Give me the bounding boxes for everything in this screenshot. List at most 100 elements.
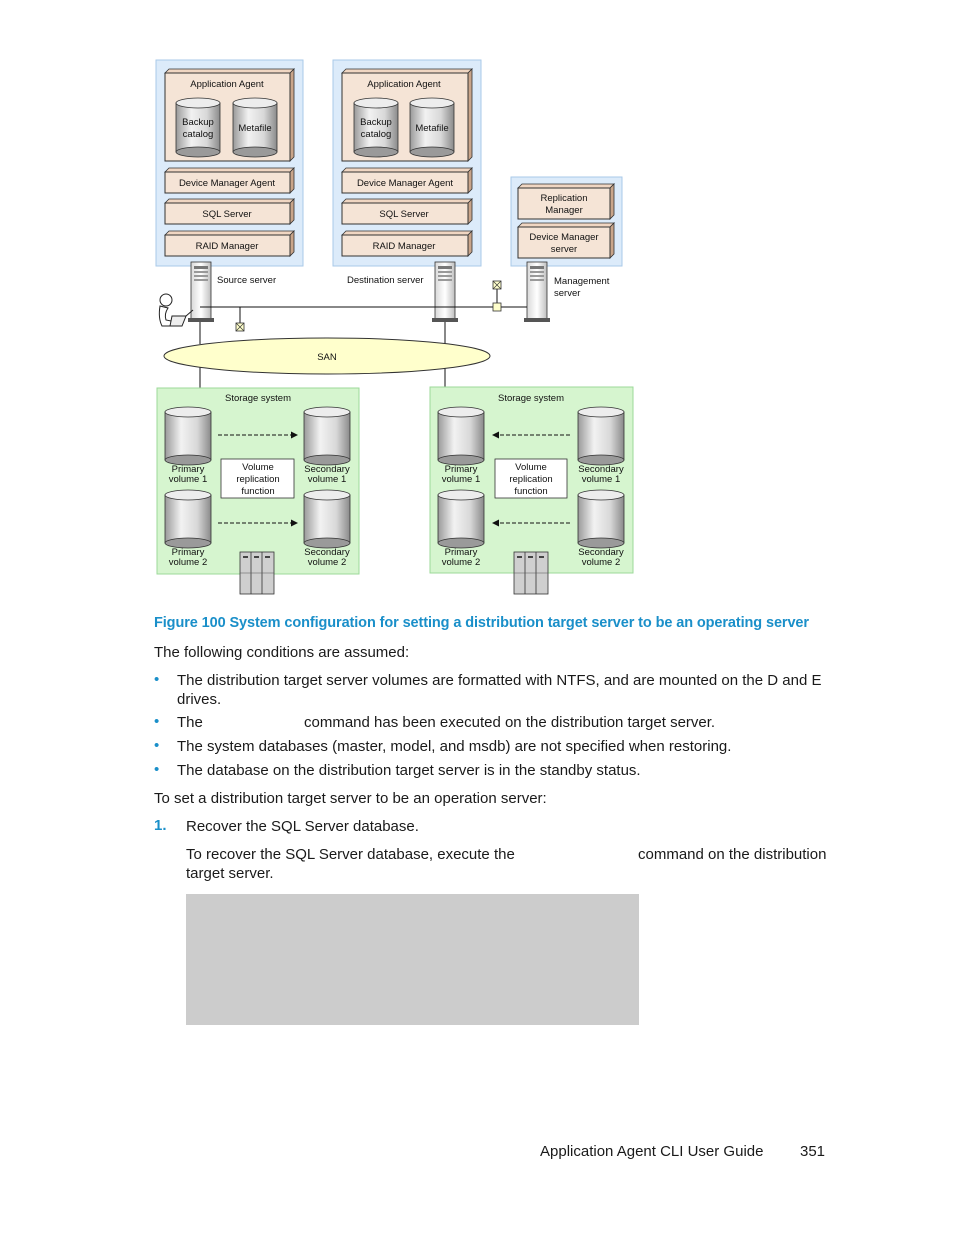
bullet-marker: • bbox=[154, 737, 160, 754]
vr-left-label-1: Volume bbox=[242, 462, 274, 473]
system-configuration-diagram: Application Agent Backup catalog Metafil… bbox=[155, 59, 634, 595]
destination-raid-box: RAID Manager bbox=[341, 230, 473, 257]
dms-label-2: server bbox=[551, 244, 577, 255]
storage-right-title: Storage system bbox=[498, 393, 564, 404]
destination-sql-label: SQL Server bbox=[379, 209, 428, 220]
management-server-zone: Replication Manager Device Manager serve… bbox=[510, 176, 623, 267]
primary-volume-1-right bbox=[437, 406, 485, 466]
replication-label-1: Replication bbox=[541, 193, 588, 204]
bullet-4: The database on the distribution target … bbox=[177, 762, 641, 779]
source-raid-label: RAID Manager bbox=[196, 241, 259, 252]
secondary-volume-1-left bbox=[303, 406, 351, 466]
step-1-detail-line-2: target server. bbox=[186, 865, 274, 882]
vr-right-label-3: function bbox=[514, 486, 547, 497]
source-app-agent-label: Application Agent bbox=[190, 79, 264, 90]
primary1-left-label-1: Primary bbox=[172, 464, 205, 475]
secondary2-left-label-1: Secondary bbox=[304, 547, 350, 558]
bullet-2-start: The bbox=[177, 714, 203, 731]
user-icon bbox=[158, 293, 194, 327]
management-label-2: server bbox=[554, 288, 580, 299]
primary2-left-label-1: Primary bbox=[172, 547, 205, 558]
source-metafile-cylinder: Metafile bbox=[232, 97, 278, 158]
source-metafile-label: Metafile bbox=[238, 123, 271, 134]
secondary1-left-label-1: Secondary bbox=[304, 464, 350, 475]
secondary2-left-label-2: volume 2 bbox=[308, 557, 347, 568]
storage-cabinet-icon-left bbox=[239, 551, 275, 595]
step-1-detail-start: To recover the SQL Server database, exec… bbox=[186, 846, 515, 863]
source-dma-box: Device Manager Agent bbox=[164, 167, 295, 194]
source-backup-label-1: Backup bbox=[182, 117, 214, 128]
lan-connections bbox=[199, 286, 527, 388]
secondary1-left-label-2: volume 1 bbox=[308, 474, 347, 485]
page-number: 351 bbox=[800, 1143, 826, 1160]
step-1-detail-end: command on the distribution bbox=[638, 846, 827, 863]
vr-right-label-2: replication bbox=[509, 474, 552, 485]
source-server-tower-icon bbox=[188, 261, 214, 322]
destination-backup-catalog-cylinder: Backup catalog bbox=[353, 97, 399, 158]
hub-icon bbox=[235, 280, 502, 332]
secondary-volume-2-right bbox=[577, 489, 625, 549]
bullet-marker: • bbox=[154, 761, 160, 778]
step-1-text: Recover the SQL Server database. bbox=[186, 818, 419, 835]
bullet-1-line-1: The distribution target server volumes a… bbox=[177, 672, 822, 689]
dms-label-1: Device Manager bbox=[529, 232, 598, 243]
bullet-1-line-2: drives. bbox=[177, 691, 222, 708]
vr-left-label-3: function bbox=[241, 486, 274, 497]
storage-cabinet-icon-right bbox=[513, 551, 549, 595]
primary-volume-2-right bbox=[437, 489, 485, 549]
management-server-tower-icon bbox=[524, 261, 550, 322]
storage-left-title: Storage system bbox=[225, 393, 291, 404]
source-dma-label: Device Manager Agent bbox=[179, 178, 275, 189]
secondary-volume-2-left bbox=[303, 489, 351, 549]
replication-manager-box: Replication Manager bbox=[517, 183, 615, 220]
source-backup-catalog-cylinder: Backup catalog bbox=[175, 97, 221, 158]
destination-backup-label-1: Backup bbox=[360, 117, 392, 128]
destination-metafile-label: Metafile bbox=[415, 123, 448, 134]
source-server-zone: Application Agent Backup catalog Metafil… bbox=[155, 59, 304, 267]
replication-label-2: Manager bbox=[545, 205, 583, 216]
vr-right-label-1: Volume bbox=[515, 462, 547, 473]
san-ellipse: SAN bbox=[163, 337, 491, 375]
source-raid-box: RAID Manager bbox=[164, 230, 295, 257]
primary1-right-label-1: Primary bbox=[445, 464, 478, 475]
source-backup-label-2: catalog bbox=[183, 129, 214, 140]
source-sql-box: SQL Server bbox=[164, 198, 295, 225]
primary1-left-label-2: volume 1 bbox=[169, 474, 208, 485]
vr-left-label-2: replication bbox=[236, 474, 279, 485]
step-1-number: 1. bbox=[154, 817, 167, 834]
primary-volume-1-left bbox=[164, 406, 212, 466]
volume-replication-box-right: Volume replication function bbox=[494, 458, 568, 499]
secondary1-right-label-1: Secondary bbox=[578, 464, 624, 475]
management-label-1: Management bbox=[554, 276, 610, 287]
code-block bbox=[186, 894, 639, 1025]
bullet-marker: • bbox=[154, 713, 160, 730]
storage-system-right: Storage system Primary volume 1 Secondar… bbox=[429, 386, 634, 595]
storage-system-left: Storage system Primary volume 1 Secondar… bbox=[156, 387, 360, 595]
secondary2-right-label-1: Secondary bbox=[578, 547, 624, 558]
volume-replication-box-left: Volume replication function bbox=[220, 458, 295, 499]
san-label: SAN bbox=[317, 352, 337, 363]
primary1-right-label-2: volume 1 bbox=[442, 474, 481, 485]
destination-server-tower-icon bbox=[432, 261, 458, 322]
source-server-label: Source server bbox=[217, 275, 276, 286]
destination-server-label: Destination server bbox=[347, 275, 424, 286]
destination-dma-label: Device Manager Agent bbox=[357, 178, 453, 189]
secondary2-right-label-2: volume 2 bbox=[582, 557, 621, 568]
destination-backup-label-2: catalog bbox=[361, 129, 392, 140]
source-sql-label: SQL Server bbox=[202, 209, 251, 220]
destination-sql-box: SQL Server bbox=[341, 198, 473, 225]
destination-app-agent-label: Application Agent bbox=[367, 79, 441, 90]
footer-title: Application Agent CLI User Guide bbox=[540, 1143, 764, 1160]
figure-caption: Figure 100 System configuration for sett… bbox=[154, 615, 809, 631]
primary-volume-2-left bbox=[164, 489, 212, 549]
bullet-2-end: command has been executed on the distrib… bbox=[304, 714, 716, 731]
procedure-intro: To set a distribution target server to b… bbox=[154, 790, 547, 807]
destination-server-zone: Application Agent Backup catalog Metafil… bbox=[332, 59, 482, 267]
destination-metafile-cylinder: Metafile bbox=[409, 97, 455, 158]
secondary-volume-1-right bbox=[577, 406, 625, 466]
primary2-left-label-2: volume 2 bbox=[169, 557, 208, 568]
device-manager-server-box: Device Manager server bbox=[517, 222, 615, 259]
bullet-3: The system databases (master, model, and… bbox=[177, 738, 732, 755]
intro-text: The following conditions are assumed: bbox=[154, 644, 410, 661]
primary2-right-label-1: Primary bbox=[445, 547, 478, 558]
